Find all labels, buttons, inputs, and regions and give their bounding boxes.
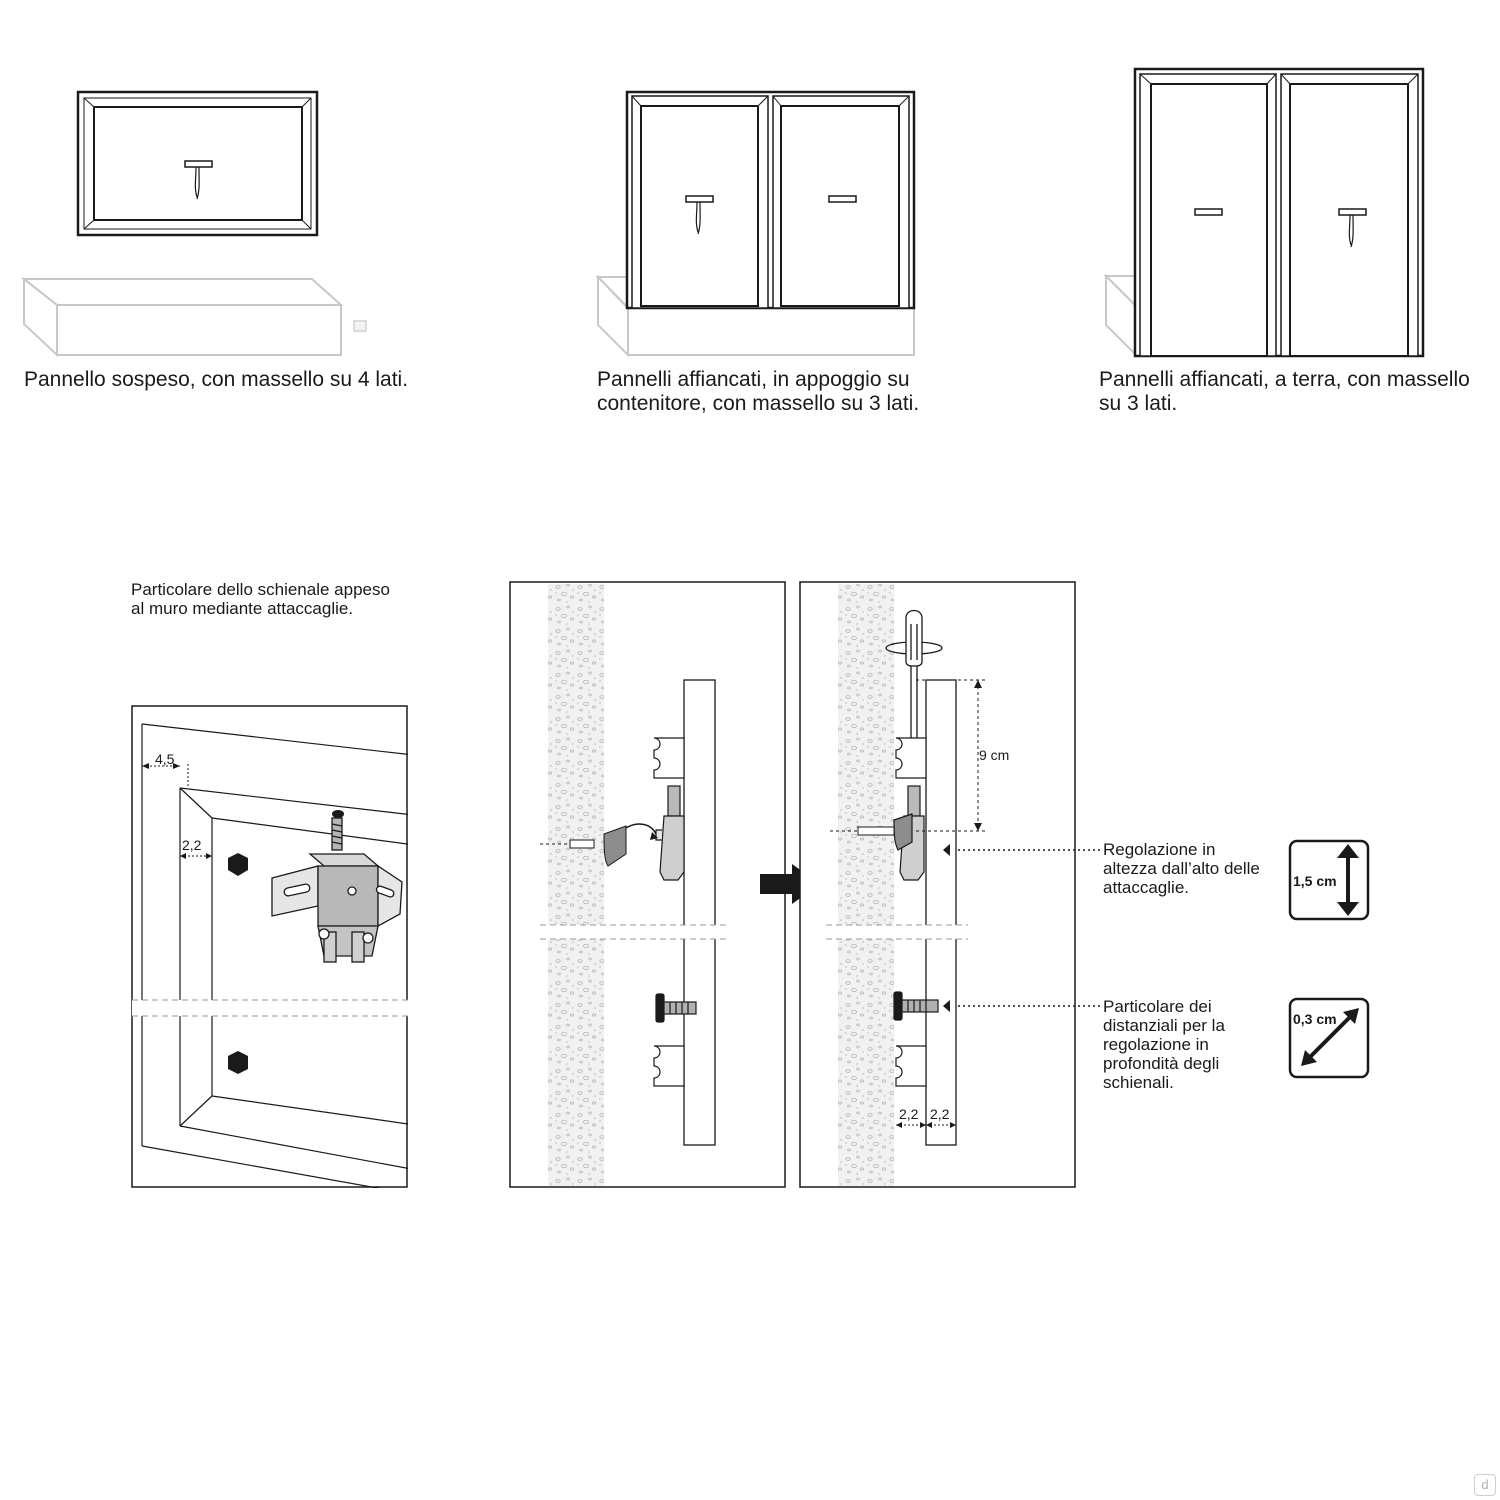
callout-height-adjust: Regolazione in altezza dall’alto delle a… bbox=[1103, 840, 1260, 897]
bracket-detail-figure: 4,5 2,2 bbox=[131, 705, 408, 1188]
dim-frame-label: 4,5 bbox=[155, 751, 175, 767]
watermark-logo: d bbox=[1474, 1474, 1496, 1496]
spacer-icon bbox=[895, 1045, 927, 1087]
callout-leaders bbox=[958, 849, 1102, 1007]
dim-inner-label: 2,2 bbox=[182, 837, 202, 853]
caption-suspended-panel: Pannello sospeso, con massello su 4 lati… bbox=[24, 368, 409, 391]
bracket-icon bbox=[893, 785, 925, 881]
detail-note: Particolare dello schienale appeso al mu… bbox=[131, 580, 390, 618]
hook-icon bbox=[603, 825, 627, 867]
lamp-icon bbox=[1338, 208, 1367, 216]
mounting-step-2-figure: 9 cm 2,2 2,2 bbox=[799, 581, 1076, 1188]
spacer-icon bbox=[895, 737, 927, 779]
caption-side-panels-floor: Pannelli affiancati, a terra, con massel… bbox=[1099, 368, 1470, 415]
depth-badge-value: 0,3 cm bbox=[1293, 1011, 1337, 1027]
hex-spacer-icon bbox=[228, 853, 248, 876]
bracket-icon bbox=[655, 785, 685, 881]
side-panels-container-figure bbox=[595, 90, 916, 358]
spacer-icon bbox=[653, 1045, 685, 1087]
height-adjust-badge: 1,5 cm bbox=[1288, 839, 1370, 921]
dim-height-label: 9 cm bbox=[979, 747, 1009, 763]
screwdriver-icon bbox=[885, 609, 943, 763]
spacer-icon bbox=[653, 737, 685, 779]
dim-left-label: 2,2 bbox=[899, 1106, 919, 1122]
wall-section bbox=[548, 584, 604, 1186]
height-badge-value: 1,5 cm bbox=[1293, 873, 1337, 889]
dim-right-label: 2,2 bbox=[930, 1106, 950, 1122]
depth-adjust-badge: 0,3 cm bbox=[1288, 997, 1370, 1079]
panel-inner bbox=[93, 106, 303, 221]
diagonal-arrow-icon bbox=[1307, 1014, 1353, 1060]
bolt-icon bbox=[655, 993, 697, 1023]
caption-side-panels-container: Pannelli affiancati, in appoggio su cont… bbox=[597, 368, 920, 415]
container-box bbox=[21, 276, 367, 358]
lamp-icon bbox=[828, 195, 857, 203]
side-panels-floor-figure bbox=[1103, 67, 1425, 358]
suspended-panel-figure bbox=[21, 90, 367, 358]
wall-bracket-icon bbox=[271, 817, 403, 963]
container-box bbox=[1103, 273, 1137, 358]
wall-section bbox=[838, 584, 894, 1186]
mounting-step-1-figure bbox=[509, 581, 786, 1188]
bolt-icon bbox=[893, 991, 939, 1021]
panel-bevel bbox=[83, 97, 312, 230]
hex-spacer-icon bbox=[228, 1051, 248, 1074]
lamp-cable bbox=[194, 166, 200, 200]
callout-depth-adjust: Particolare dei distanziali per la regol… bbox=[1103, 997, 1225, 1092]
lamp-icon bbox=[1194, 208, 1223, 216]
back-panel bbox=[683, 679, 716, 1146]
